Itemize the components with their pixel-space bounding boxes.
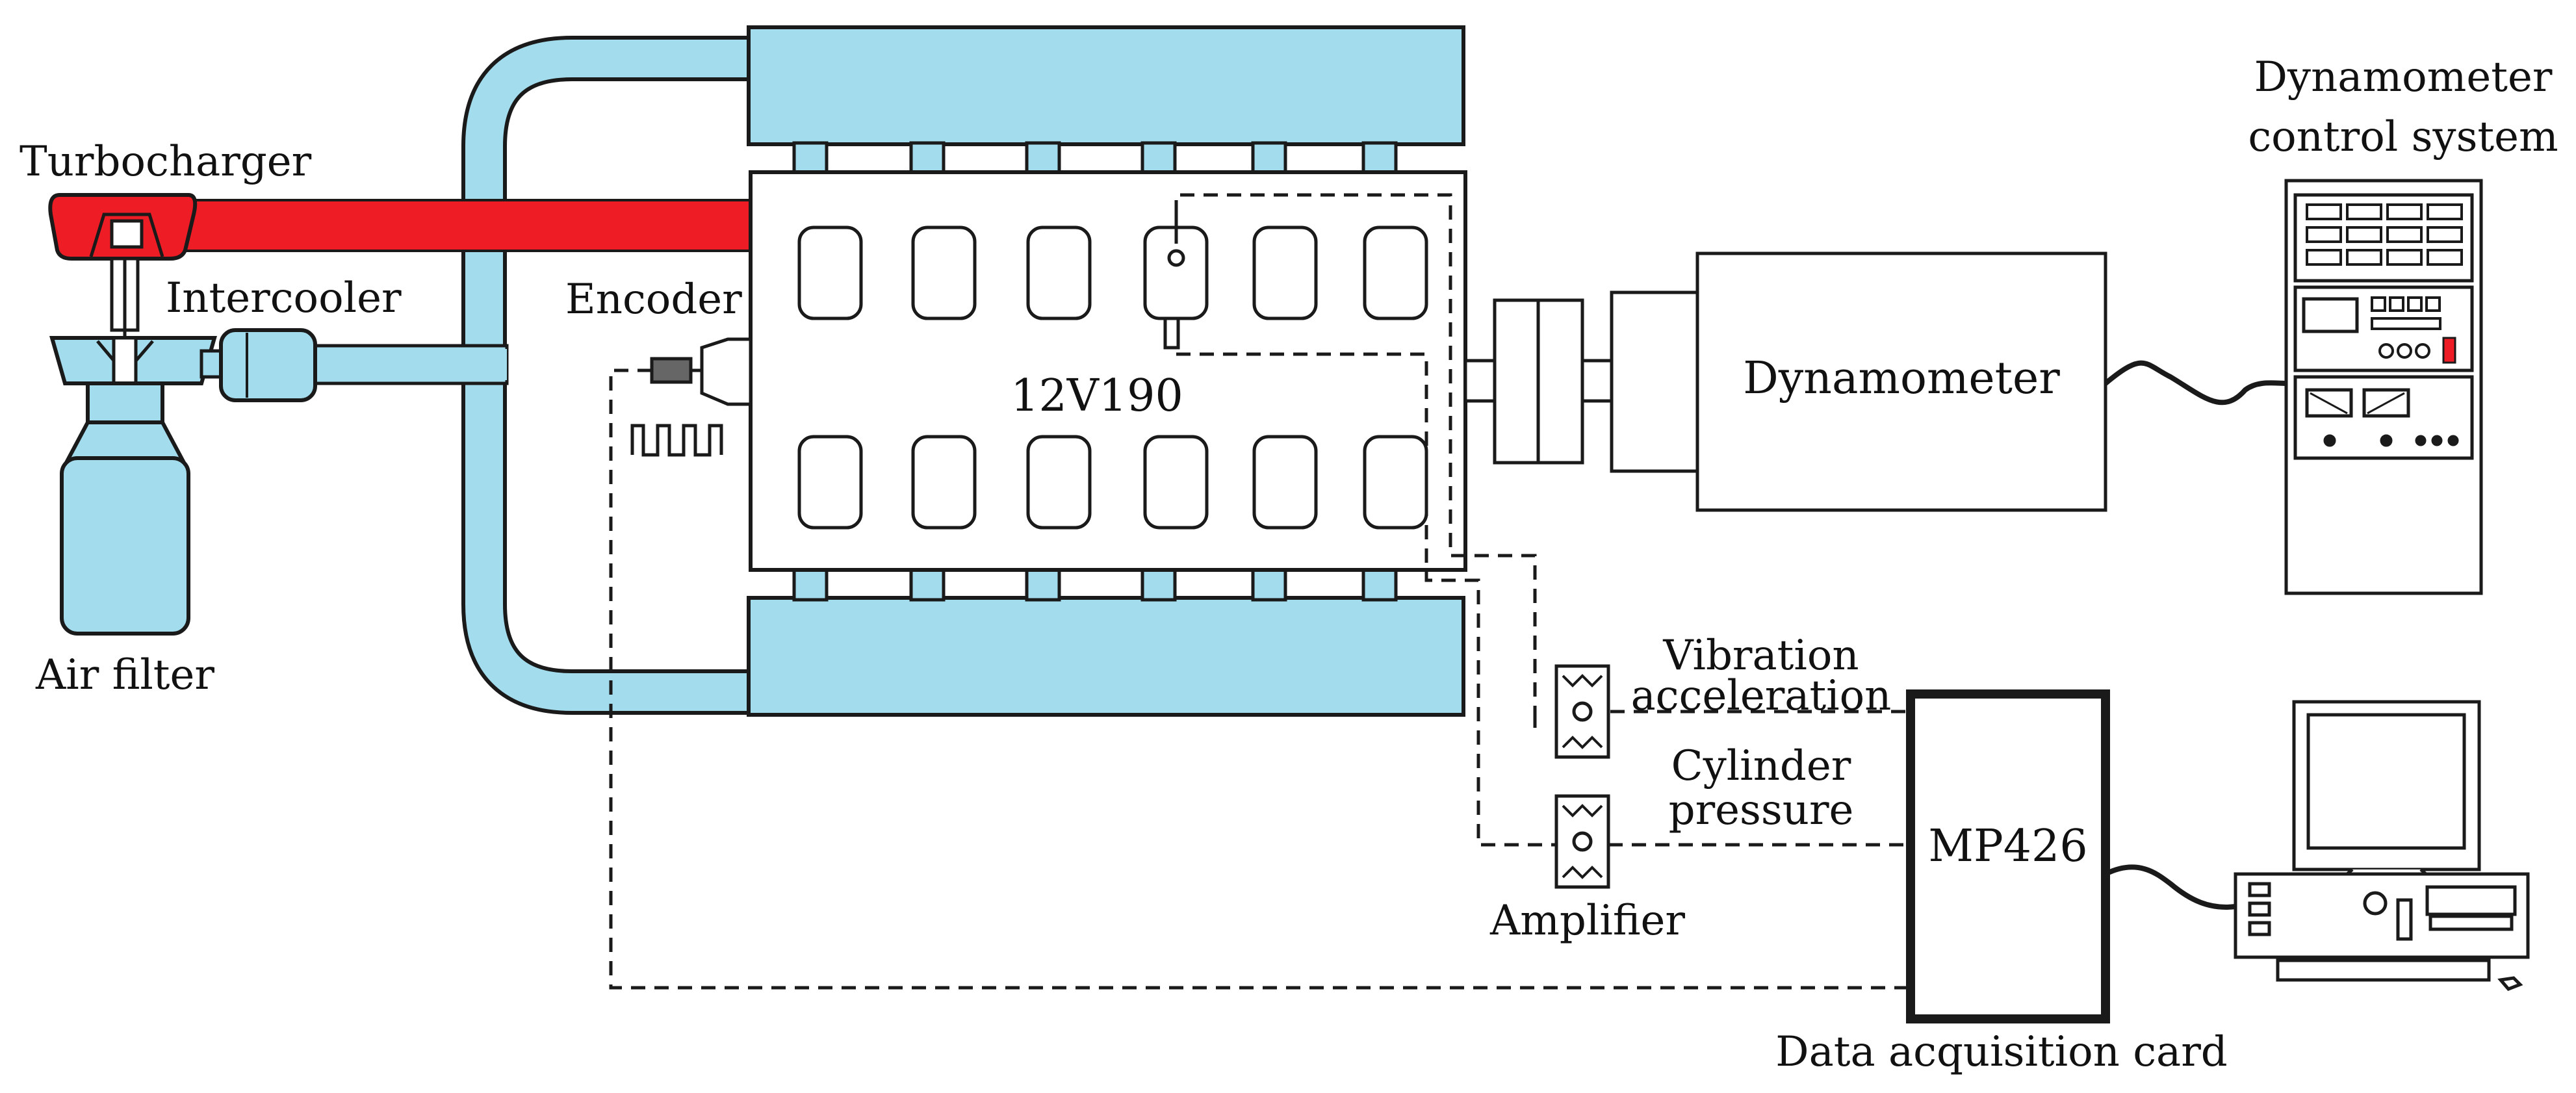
cylinder-pressure-sensor xyxy=(1163,214,1185,350)
bottom-runners xyxy=(792,567,1398,602)
data-acquisition-card xyxy=(1906,689,2110,1023)
daq-caption: Data acquisition card xyxy=(1775,1028,2228,1076)
control-display xyxy=(2302,297,2359,333)
engine-label: 12V190 xyxy=(1011,370,1183,422)
dynamometer-group xyxy=(1463,251,2107,512)
pressure-amplifier xyxy=(1554,794,1610,889)
intercooler-core xyxy=(219,328,317,402)
air-filter-body xyxy=(60,456,190,636)
control-red-indicator xyxy=(2442,337,2456,364)
amplifiers xyxy=(1554,664,1610,889)
vibration-amplifier xyxy=(1554,664,1610,759)
daq-label: MP426 xyxy=(1928,821,2087,872)
computer-keyboard xyxy=(2276,958,2491,982)
computer xyxy=(2234,700,2530,991)
signal-cables xyxy=(609,193,1911,990)
vibration-label-line1: Vibration xyxy=(1662,632,1859,680)
drive-shaft xyxy=(1463,359,1497,403)
encoder-label: Encoder xyxy=(565,276,742,324)
intercooler xyxy=(49,328,317,402)
air-filter xyxy=(60,381,190,636)
encoder-pulse-signal xyxy=(630,424,723,457)
vibration-signal-cable xyxy=(1533,710,1911,728)
air-pipe-system xyxy=(310,36,760,715)
cylinders xyxy=(797,225,1428,530)
encoder: Encoder xyxy=(565,276,753,457)
daq-computer-cable xyxy=(2104,864,2236,910)
pressure-sensor-cable xyxy=(1176,352,1556,847)
vibration-label-line2: acceleration xyxy=(1631,672,1892,720)
engine-block: 12V190 xyxy=(749,170,1467,572)
air-filter-label: Air filter xyxy=(35,651,214,699)
dynamometer xyxy=(1695,251,2107,512)
dyno-control-cable xyxy=(2104,360,2288,405)
dynamometer-flange xyxy=(1610,290,1699,473)
dynamometer-label: Dynamometer xyxy=(1743,353,2060,404)
turbocharger-label: Turbocharger xyxy=(19,138,312,186)
dynamometer-control-cabinet xyxy=(2284,179,2483,595)
cylinder-label-line2: pressure xyxy=(1669,786,1854,834)
encoder-sensor xyxy=(650,357,693,384)
amplifier-label: Amplifier xyxy=(1489,897,1685,945)
exhaust-pipe xyxy=(161,199,754,252)
cylinder-label-line1: Cylinder xyxy=(1671,742,1851,790)
turbocharger xyxy=(48,193,198,364)
computer-mouse xyxy=(2497,976,2523,991)
dyno-control-label-line1: Dynamometer xyxy=(2254,53,2553,101)
control-button-grid xyxy=(2306,203,2463,266)
dyno-control-label-line2: control system xyxy=(2248,113,2558,161)
bottom-manifold xyxy=(747,596,1465,717)
top-runners xyxy=(792,141,1398,176)
intercooler-label: Intercooler xyxy=(166,274,402,322)
manifolds xyxy=(747,25,1465,717)
top-manifold xyxy=(747,25,1465,146)
